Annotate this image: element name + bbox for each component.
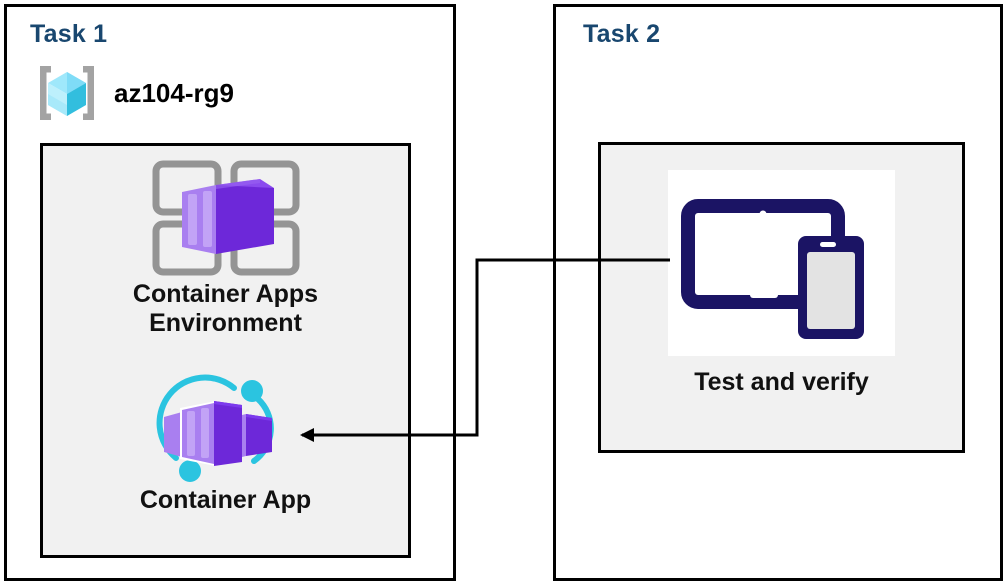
resource-container-apps-environment: Container Apps Environment bbox=[40, 158, 411, 338]
container-app-label: Container App bbox=[139, 486, 312, 514]
resource-group-name: az104-rg9 bbox=[114, 77, 234, 108]
devices-icon-frame bbox=[668, 170, 895, 356]
task-1-title: Task 1 bbox=[30, 20, 108, 48]
resource-group-icon bbox=[34, 60, 100, 126]
devices-tablet-phone-icon bbox=[668, 170, 895, 356]
test-and-verify-label: Test and verify bbox=[694, 368, 869, 396]
resource-container-app: Container App bbox=[40, 372, 411, 515]
task-2-title: Task 2 bbox=[583, 20, 661, 48]
container-apps-environment-icon bbox=[142, 158, 310, 276]
container-app-icon bbox=[146, 372, 306, 482]
resource-group-header: az104-rg9 bbox=[34, 60, 234, 126]
container-apps-environment-label: Container Apps Environment bbox=[132, 280, 319, 337]
